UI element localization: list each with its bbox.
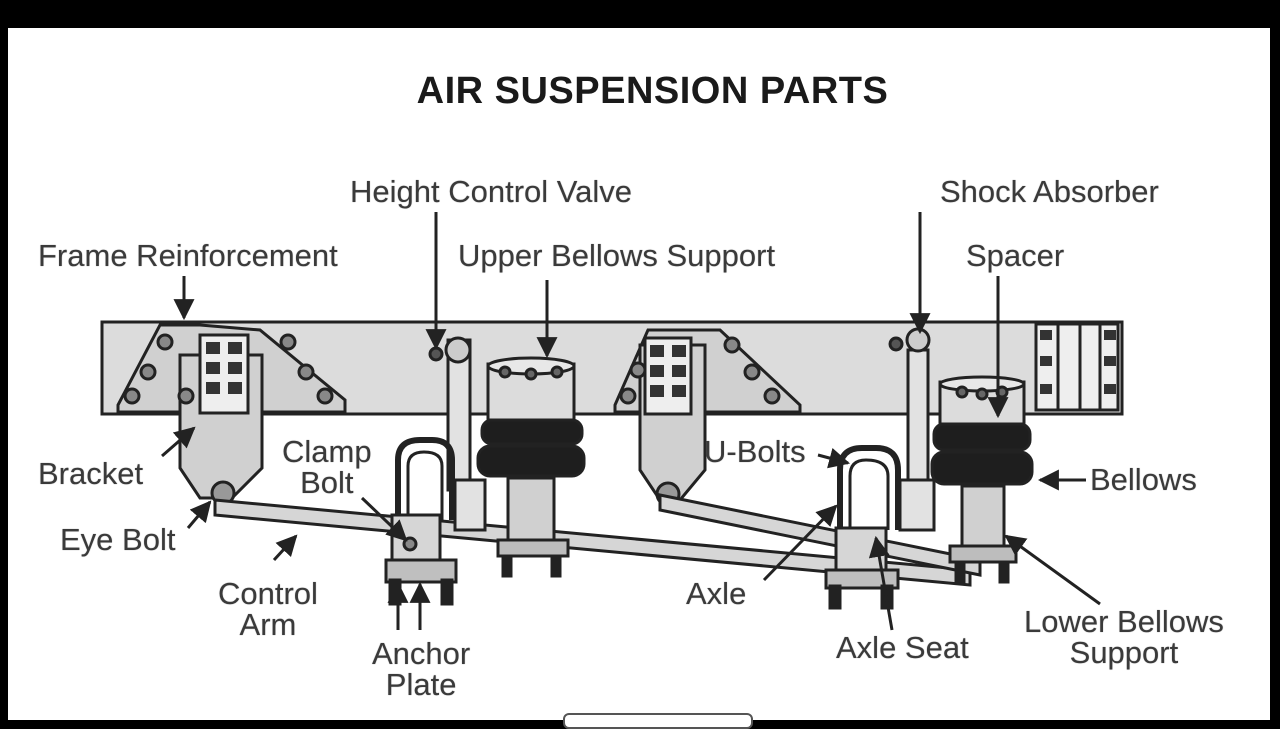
label-frame-reinforcement: Frame Reinforcement — [38, 238, 338, 273]
label-lower-bellows-support-line2: Support — [1069, 635, 1179, 670]
left-bracket — [116, 323, 347, 506]
label-clamp-bolt-line1: Clamp — [282, 434, 372, 469]
label-height-control-valve: Height Control Valve — [350, 174, 633, 209]
label-anchor-plate-line2: Plate — [385, 667, 457, 702]
label-control-arm: Control Arm — [218, 578, 318, 640]
label-axle: Axle — [686, 576, 747, 611]
right-shock-absorber — [888, 327, 936, 532]
scroll-handle[interactable] — [563, 713, 753, 729]
middle-bracket — [613, 328, 802, 507]
label-eye-bolt: Eye Bolt — [60, 522, 176, 557]
diagram-title: AIR SUSPENSION PARTS — [416, 70, 889, 112]
label-spacer: Spacer — [966, 238, 1065, 273]
label-u-bolts: U-Bolts — [704, 434, 806, 469]
label-control-arm-line1: Control — [218, 576, 318, 611]
leader-lines — [161, 212, 1101, 631]
right-u-bolt-assembly — [824, 445, 901, 610]
left-air-spring — [476, 356, 586, 578]
label-bracket: Bracket — [38, 456, 144, 491]
label-lower-bellows-support-line1: Lower Bellows — [1024, 604, 1224, 639]
label-axle-seat: Axle Seat — [836, 630, 969, 665]
label-clamp-bolt: Clamp Bolt — [282, 436, 372, 498]
label-shock-absorber: Shock Absorber — [940, 174, 1159, 209]
label-control-arm-line2: Arm — [239, 607, 297, 642]
right-air-spring — [930, 375, 1034, 584]
label-anchor-plate-line1: Anchor — [372, 636, 471, 671]
label-bellows: Bellows — [1090, 462, 1197, 497]
end-bracket — [1034, 322, 1120, 412]
left-u-bolt-assembly — [384, 437, 458, 606]
label-clamp-bolt-line2: Bolt — [300, 465, 354, 500]
label-upper-bellows-support: Upper Bellows Support — [458, 238, 776, 273]
label-lower-bellows-support: Lower Bellows Support — [1024, 606, 1224, 668]
label-anchor-plate: Anchor Plate — [372, 638, 470, 700]
